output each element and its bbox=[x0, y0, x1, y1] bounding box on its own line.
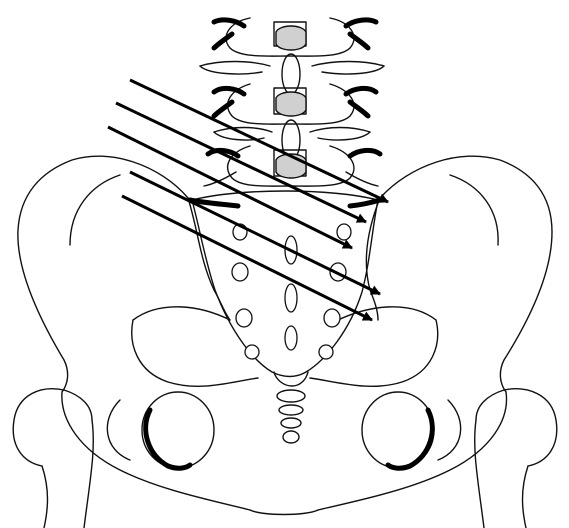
lumbar-vertebra-upper bbox=[200, 18, 384, 94]
left-femur-head bbox=[13, 389, 93, 528]
coccyx bbox=[274, 372, 308, 443]
lumbar-vertebra-middle bbox=[214, 84, 376, 160]
arrows bbox=[108, 80, 388, 320]
right-femur-head bbox=[475, 389, 557, 528]
sacrum bbox=[190, 191, 380, 377]
arrow-1 bbox=[130, 80, 388, 202]
arrow-5 bbox=[122, 196, 372, 320]
lumbar-vertebra-lower bbox=[204, 146, 380, 186]
right-obturator-foramen bbox=[362, 392, 434, 468]
left-obturator-foramen bbox=[142, 392, 214, 468]
arrow-3 bbox=[108, 127, 352, 248]
left-ilium bbox=[18, 156, 258, 392]
pubic-region bbox=[62, 392, 507, 515]
